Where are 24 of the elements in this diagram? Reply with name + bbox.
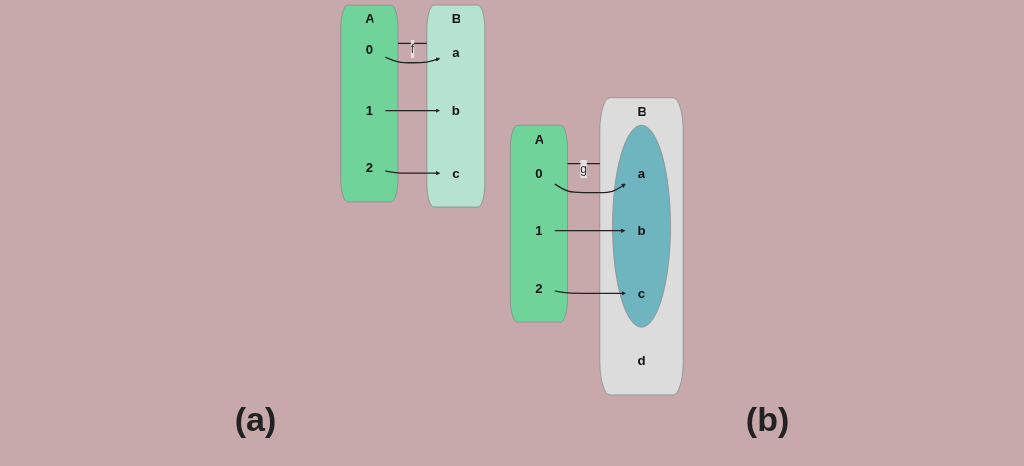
arrow (384, 170, 441, 176)
node-text: 1 (365, 102, 374, 118)
panel-caption: (b) (745, 400, 790, 439)
node-text: c (452, 165, 460, 181)
connector (397, 42, 428, 45)
edge-label: g (580, 162, 588, 176)
arrow (554, 228, 626, 233)
node-text: 2 (535, 280, 543, 296)
node-text: 0 (365, 42, 374, 58)
edge-label: f (410, 41, 415, 56)
arrow (554, 290, 626, 296)
node-text: a (452, 45, 460, 61)
arrow (384, 56, 441, 64)
node-text: b (637, 222, 646, 239)
node-text: 0 (535, 165, 543, 181)
node-text: 2 (365, 160, 374, 176)
node-text: b (451, 102, 460, 118)
node-text: c (637, 285, 646, 301)
node-text: a (637, 165, 646, 181)
node-text: 1 (535, 222, 543, 239)
node-text: d (637, 353, 646, 369)
arrow (384, 108, 440, 113)
connector (566, 162, 601, 165)
panel-caption: (a) (234, 400, 277, 439)
